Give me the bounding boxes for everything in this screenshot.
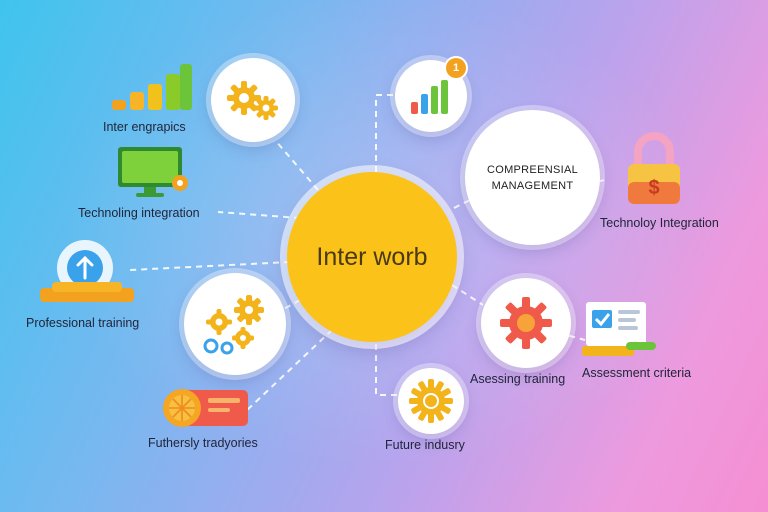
red-gear-icon [500, 297, 552, 349]
money-card-icon [163, 389, 248, 427]
lock-dollar-icon: $ [628, 132, 680, 204]
management-line-2: MANAGEMENT [491, 179, 574, 192]
management-label: COMPREENSIAL MANAGEMENT [478, 162, 588, 194]
center-node[interactable]: Inter worb [287, 172, 457, 342]
connector-gears [274, 139, 319, 191]
monitor-icon [118, 147, 188, 197]
label-furthersly-tradjories: Futhersly tradyories [148, 436, 258, 450]
connector-future-traj [244, 329, 333, 413]
upload-badge-icon [40, 240, 134, 302]
checklist-screen-icon [582, 302, 656, 356]
gear-cluster-node[interactable] [184, 273, 286, 375]
label-future-industry: Future indusry [385, 438, 465, 452]
connector-growth [375, 94, 395, 172]
connector-gear-cluster [281, 299, 301, 311]
future-industry-node[interactable] [398, 368, 464, 434]
connector-professional [129, 261, 291, 271]
label-professional-training: Professional training [26, 316, 140, 330]
gears-node[interactable] [211, 58, 295, 142]
connector-tech-left [217, 211, 301, 219]
management-line-1: COMPREENSIAL [486, 163, 578, 176]
bar-chart-icon [112, 64, 192, 110]
connector-future-industry [375, 344, 398, 396]
gear-cluster-icon [203, 295, 264, 355]
gears-icon [227, 81, 278, 120]
connector-management [453, 199, 471, 209]
growth-badge: 1 [446, 58, 466, 78]
label-technoling-integration: Technoling integration [78, 206, 200, 220]
growth-badge-count: 1 [452, 62, 460, 74]
management-node[interactable]: COMPREENSIAL MANAGEMENT [465, 110, 600, 245]
center-label: Inter worb [316, 242, 428, 271]
label-assessment-criteria: Assessment criteria [582, 366, 692, 380]
label-assessing-training: Asessing training [470, 372, 566, 386]
growth-chart-icon [411, 80, 448, 114]
label-technology-integration: Technoloy Integration [600, 216, 719, 230]
red-gear-node[interactable] [481, 278, 571, 368]
connector-assessing [451, 284, 484, 306]
dollar-sign: $ [648, 177, 659, 199]
label-inter-engraphics: Inter engrapics [103, 120, 186, 134]
sun-gear-icon [409, 379, 453, 423]
